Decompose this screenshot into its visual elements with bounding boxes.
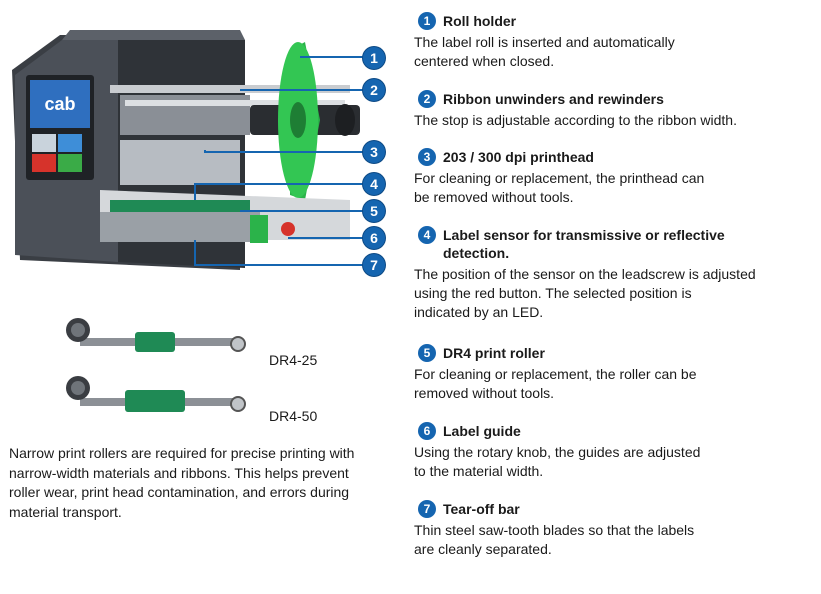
callout-badge-2: 2 xyxy=(363,79,385,101)
print-rollers-illustration xyxy=(66,318,246,412)
feature-number-badge: 3 xyxy=(418,148,436,166)
roller-label-dr4-25: DR4-25 xyxy=(269,352,318,368)
print-roller-note: Narrow print rollers are required for pr… xyxy=(9,445,355,520)
feature-description: For cleaning or replacement, the printhe… xyxy=(414,170,705,205)
feature-description: The stop is adjustable according to the … xyxy=(414,112,737,128)
feature-number-badge: 4 xyxy=(418,226,436,244)
feature-tear-off-bar: 7 Tear-off bar Thin steel saw-tooth blade… xyxy=(414,500,814,559)
callout-badge-7: 7 xyxy=(363,254,385,276)
callout-badge-1: 1 xyxy=(363,47,385,69)
feature-roll-holder: 1 Roll holder The label roll is inserted … xyxy=(414,12,814,71)
callout-badge-6: 6 xyxy=(363,227,385,249)
feature-title: 203 / 300 dpi printhead xyxy=(443,149,594,165)
feature-printhead: 3 203 / 300 dpi printhead For cleaning or… xyxy=(414,148,814,207)
feature-number-badge: 7 xyxy=(418,500,436,518)
feature-description: For cleaning or replacement, the roller … xyxy=(414,366,697,401)
feature-number-badge: 6 xyxy=(418,422,436,440)
roller-label-dr4-50: DR4-50 xyxy=(269,408,318,424)
feature-description: Using the rotary knob, the guides are ad… xyxy=(414,444,701,479)
feature-description: The position of the sensor on the leadsc… xyxy=(414,266,756,320)
callout-badge-4: 4 xyxy=(363,173,385,195)
feature-label-guide: 6 Label guide Using the rotary knob, the … xyxy=(414,422,814,481)
feature-number-badge: 2 xyxy=(418,90,436,108)
printer-illustration: cab xyxy=(12,30,363,270)
feature-description: The label roll is inserted and automatic… xyxy=(414,34,675,69)
feature-title: Label sensor for transmissive or reflect… xyxy=(443,227,725,261)
feature-label-sensor: 4 Label sensor for transmissive or reflec… xyxy=(414,226,814,322)
feature-title: Tear-off bar xyxy=(443,501,520,517)
feature-number-badge: 5 xyxy=(418,344,436,362)
callout-badge-3: 3 xyxy=(363,141,385,163)
feature-title: Label guide xyxy=(443,423,521,439)
feature-title: Ribbon unwinders and rewinders xyxy=(443,91,664,107)
feature-title: Roll holder xyxy=(443,13,517,29)
callout-badge-5: 5 xyxy=(363,200,385,222)
feature-number-badge: 1 xyxy=(418,12,436,30)
feature-title: DR4 print roller xyxy=(443,345,545,361)
roller-dr4-50-image xyxy=(66,376,246,412)
feature-ribbon-unwinders: 2 Ribbon unwinders and rewinders The stop… xyxy=(414,90,814,130)
brand-logo: cab xyxy=(44,94,75,114)
roller-dr4-25-image xyxy=(66,318,246,352)
feature-print-roller: 5 DR4 print roller For cleaning or replac… xyxy=(414,344,814,403)
feature-description: Thin steel saw-tooth blades so that the … xyxy=(414,522,695,557)
